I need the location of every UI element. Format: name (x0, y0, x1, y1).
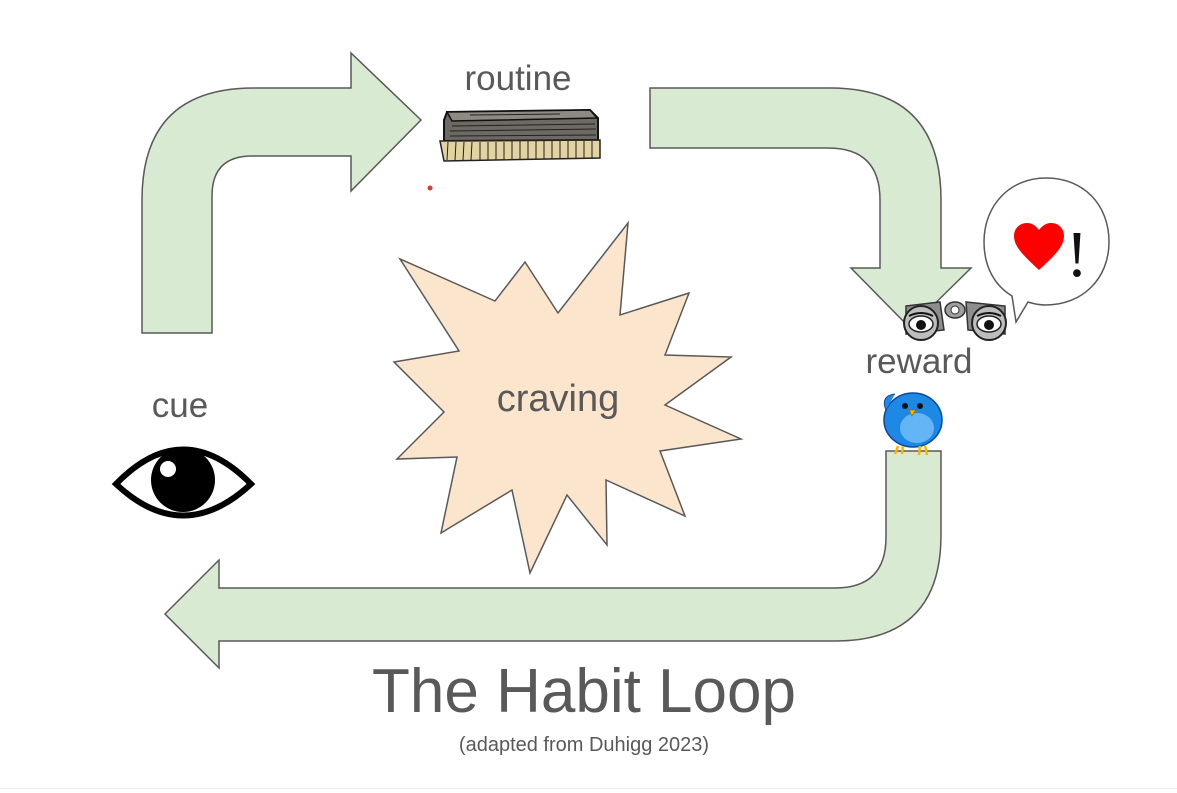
page-bottom-divider (0, 788, 1177, 789)
arrow-reward-to-cue (163, 450, 942, 670)
scrub-brush-icon (439, 108, 601, 162)
blue-bird-icon (883, 392, 943, 456)
cue-label: cue (152, 386, 208, 425)
reward-label: reward (866, 342, 973, 381)
diagram-subtitle: (adapted from Duhigg 2023) (459, 734, 709, 756)
craving-label: craving (497, 378, 620, 420)
craving-burst (392, 220, 744, 576)
arrow-routine-to-reward (649, 87, 973, 330)
speech-bubble: ! (983, 177, 1110, 325)
binoculars-icon (903, 301, 1007, 341)
exclamation-mark: ! (1066, 218, 1088, 291)
routine-label: routine (464, 59, 571, 98)
heart-icon (1014, 223, 1064, 270)
red-dot (427, 185, 433, 191)
arrow-cue-to-routine (141, 51, 423, 334)
diagram-title: The Habit Loop (372, 657, 796, 726)
eye-icon (111, 446, 256, 519)
